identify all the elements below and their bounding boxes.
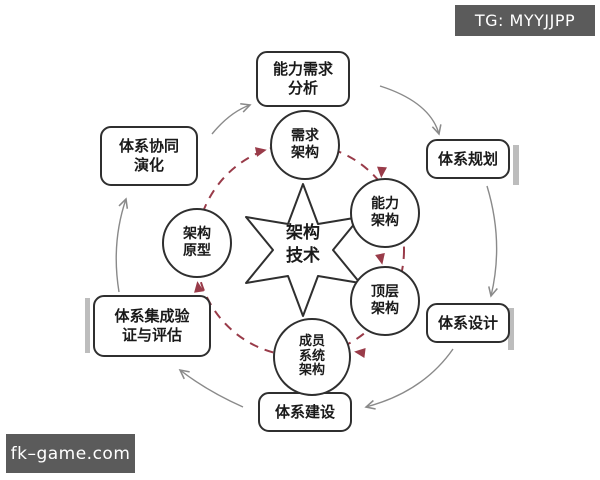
box-label-line: 能力需求 — [272, 60, 333, 79]
circle-label-line: 架构 — [371, 301, 399, 317]
circle-member-system-architecture: 成员 系统 架构 — [273, 318, 351, 396]
circle-label-line: 系统 — [298, 348, 325, 364]
cycle-arrowhead-into-top-level-arch — [375, 252, 385, 265]
star-label: 架构 技术 — [263, 222, 343, 268]
watermark-site-text: fk–game.com — [10, 443, 131, 464]
cycle-arrowhead-into-architecture-prototype — [194, 281, 204, 293]
cycle-arrowhead-into-member-system-arch — [354, 348, 366, 358]
circle-top-level-architecture: 顶层 架构 — [350, 266, 420, 336]
box-sos-design: 体系设计 — [426, 303, 510, 343]
circle-label-line: 原型 — [183, 243, 211, 259]
circle-label-line: 架构 — [371, 213, 399, 229]
circle-label-line: 成员 — [298, 333, 325, 349]
outer-arrow-evolution-to-analysis — [211, 105, 250, 135]
box-capability-requirement-analysis: 能力需求 分析 — [256, 51, 350, 107]
box-label-line: 分析 — [287, 79, 318, 97]
star-label-line: 架构 — [286, 223, 320, 243]
box-label-line: 体系规划 — [437, 149, 498, 168]
outer-arrow-integration-to-evolution — [115, 199, 126, 293]
circle-label-line: 能力 — [371, 196, 399, 213]
outer-arrow-planning-to-design — [486, 185, 497, 296]
box-sos-collaborative-evolution: 体系协同 演化 — [100, 126, 198, 186]
box-sos-construction: 体系建设 — [258, 392, 352, 432]
watermark-telegram-badge: TG: MYYJJPP — [455, 5, 595, 36]
star-label-line: 技术 — [286, 245, 320, 266]
outer-arrows — [115, 85, 497, 408]
artifact-bar-right-bottom — [508, 308, 514, 350]
box-label-line: 体系建设 — [274, 402, 335, 421]
circle-label-line: 架构 — [298, 363, 325, 379]
circle-label-line: 需求 — [291, 128, 319, 145]
cycle-arrowheads — [194, 147, 387, 358]
watermark-telegram-text: TG: MYYJJPP — [474, 11, 576, 30]
box-label-line: 体系集成验 — [114, 307, 190, 326]
circle-capability-architecture: 能力 架构 — [350, 178, 420, 248]
circle-label-line: 架构 — [183, 226, 211, 243]
outer-arrow-design-to-construction — [366, 348, 454, 407]
box-label-line: 体系设计 — [437, 313, 498, 332]
artifact-bar-left — [85, 298, 90, 353]
outer-arrow-analysis-to-planning — [379, 85, 439, 134]
box-sos-integration-evaluation: 体系集成验 证与评估 — [93, 295, 211, 357]
cycle-arrowhead-into-requirement-arch — [254, 147, 267, 157]
box-sos-planning: 体系规划 — [426, 139, 510, 179]
circle-requirement-architecture: 需求 架构 — [270, 110, 340, 180]
circle-architecture-prototype: 架构 原型 — [162, 208, 232, 278]
outer-arrow-construction-to-integration — [180, 370, 244, 408]
watermark-site-badge: fk–game.com — [6, 434, 135, 473]
cycle-arrowhead-into-capability-arch — [377, 166, 387, 178]
circle-label-line: 架构 — [291, 145, 319, 161]
circle-label-line: 顶层 — [371, 284, 399, 301]
artifact-bar-right-top — [513, 145, 519, 185]
box-label-line: 证与评估 — [121, 326, 182, 344]
box-label-line: 体系协同 — [118, 137, 179, 156]
box-label-line: 演化 — [133, 156, 164, 174]
